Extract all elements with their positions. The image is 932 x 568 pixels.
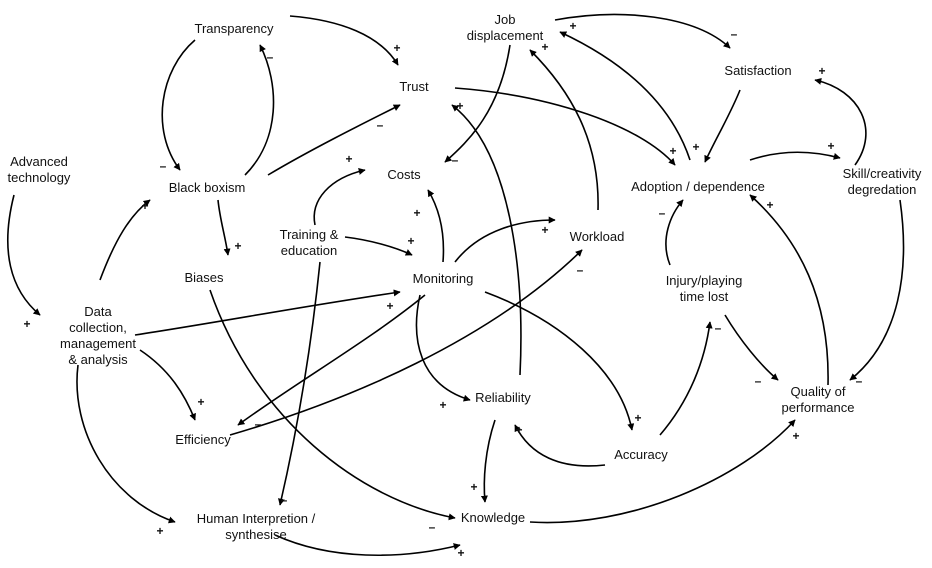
- polarity-sign: +: [792, 429, 800, 443]
- polarity-sign: +: [345, 152, 353, 166]
- link-data-blackbox: [99, 199, 151, 281]
- polarity-sign: +: [23, 317, 31, 331]
- polarity-sign: –: [855, 374, 863, 388]
- link-accuracy-injury: [659, 321, 713, 436]
- node-biases: Biases: [184, 270, 224, 285]
- polarity-sign: +: [818, 64, 826, 78]
- link-human-knowledge: [274, 534, 461, 557]
- link-reliability-knowledge: [480, 419, 496, 503]
- node-satisfaction: Satisfaction: [724, 63, 792, 78]
- link-jobdisp-satisfaction: [554, 13, 731, 49]
- polarity-sign: –: [451, 153, 459, 167]
- polarity-sign: +: [439, 398, 447, 412]
- link-adoption-skill: [749, 151, 841, 161]
- node-reliability: Reliability: [475, 390, 531, 405]
- link-efficiency-workload: [229, 249, 583, 436]
- polarity-sign: +: [197, 395, 205, 409]
- link-blackbox-transparency: [244, 44, 275, 176]
- polarity-sign: –: [658, 206, 666, 220]
- polarity-sign: +: [515, 423, 523, 437]
- polarity-sign: +: [141, 199, 149, 213]
- node-adoption-dependence: Adoption / dependence: [631, 179, 765, 194]
- polarity-sign: +: [669, 144, 677, 158]
- node-accuracy: Accuracy: [614, 447, 668, 462]
- polarity-sign: –: [280, 493, 288, 507]
- polarity-sign: –: [576, 263, 584, 277]
- link-satisfaction-adoption: [704, 89, 741, 163]
- link-reliability-trust: [451, 104, 522, 376]
- polarity-sign: +: [413, 206, 421, 220]
- node-transparency: Transparency: [194, 21, 274, 36]
- polarity-sign: +: [407, 234, 415, 248]
- polarity-sign: +: [541, 40, 549, 54]
- polarity-sign: +: [569, 19, 577, 33]
- link-advtech-data: [7, 194, 41, 316]
- polarity-sign: +: [541, 223, 549, 237]
- node-training-education: Training &education: [279, 227, 339, 258]
- polarity-sign: +: [234, 239, 242, 253]
- node-human-interpretion: Human Interpretion /synthesise: [196, 511, 316, 542]
- polarity-sign: +: [470, 480, 478, 494]
- link-blackbox-trust: [267, 104, 401, 176]
- link-jobdisp-costs: [444, 44, 511, 163]
- link-workload-jobdisp: [529, 49, 599, 211]
- link-knowledge-quality: [529, 419, 796, 524]
- polarity-sign: –: [730, 27, 738, 41]
- polarity-sign: +: [156, 524, 164, 538]
- polarity-sign: –: [428, 520, 436, 534]
- link-monitoring-workload: [454, 216, 556, 263]
- link-monitoring-efficiency: [237, 294, 426, 426]
- link-training-human: [278, 261, 321, 506]
- node-costs: Costs: [387, 167, 421, 182]
- link-monitoring-costs: [427, 189, 445, 263]
- polarity-sign: –: [376, 118, 384, 132]
- link-skill-quality: [849, 199, 905, 381]
- link-accuracy-reliability: [514, 424, 606, 467]
- polarity-sign: +: [393, 41, 401, 55]
- polarity-sign: –: [159, 159, 167, 173]
- node-efficiency: Efficiency: [175, 432, 231, 447]
- link-transparency-blackbox: [161, 39, 196, 171]
- link-data-human: [76, 364, 176, 524]
- link-monitoring-accuracy: [484, 291, 635, 431]
- polarity-sign: +: [634, 411, 642, 425]
- polarity-sign: –: [714, 321, 722, 335]
- link-monitoring-reliability: [415, 294, 471, 402]
- node-trust: Trust: [399, 79, 429, 94]
- link-skill-satisfaction: [814, 77, 867, 166]
- polarity-sign: +: [456, 99, 464, 113]
- link-training-monitoring: [344, 236, 413, 256]
- link-blackbox-biases: [217, 199, 231, 256]
- link-trust-adoption: [454, 87, 676, 166]
- link-adoption-jobdisp: [559, 31, 691, 161]
- node-workload: Workload: [569, 229, 625, 244]
- polarity-sign: +: [692, 140, 700, 154]
- polarity-sign: –: [254, 417, 262, 431]
- link-biases-knowledge: [209, 289, 456, 521]
- polarity-sign: +: [457, 546, 465, 560]
- polarity-sign: +: [766, 198, 774, 212]
- link-training-costs: [313, 167, 366, 226]
- polarity-sign: –: [266, 50, 274, 64]
- node-black-boxism: Black boxism: [168, 180, 246, 195]
- node-knowledge: Knowledge: [460, 510, 526, 525]
- link-injury-quality: [724, 314, 779, 381]
- link-quality-adoption: [749, 194, 829, 386]
- link-data-efficiency: [139, 349, 196, 421]
- link-transparency-trust: [289, 15, 399, 66]
- link-injury-adoption: [665, 199, 684, 266]
- polarity-sign: –: [754, 374, 762, 388]
- link-data-monitoring: [134, 289, 401, 336]
- polarity-sign: +: [386, 299, 394, 313]
- polarity-sign: +: [827, 139, 835, 153]
- node-monitoring: Monitoring: [412, 271, 474, 286]
